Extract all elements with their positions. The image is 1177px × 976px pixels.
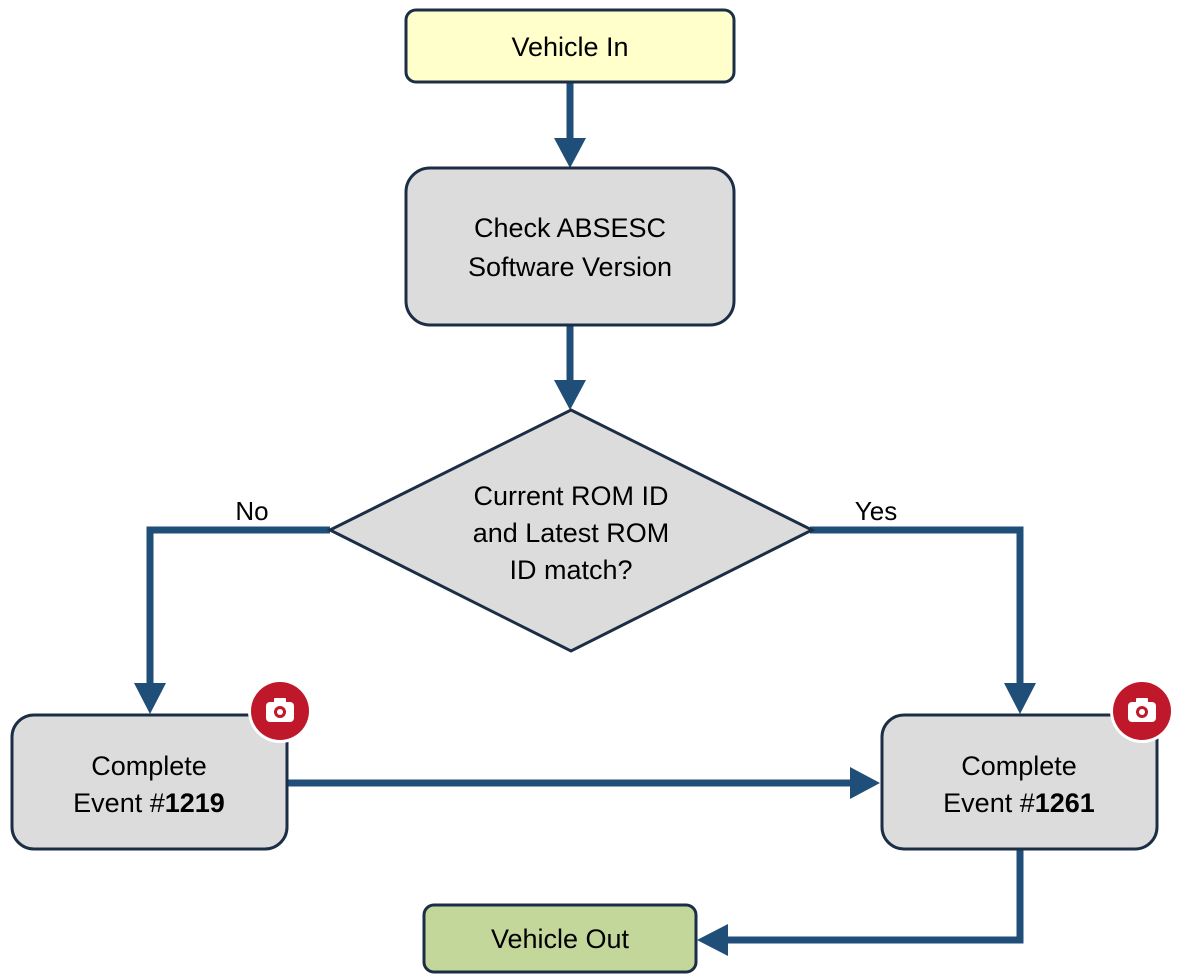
node-vehicle-in: Vehicle In [404,8,736,84]
check-box [404,166,736,327]
end-box [422,903,698,974]
arrowhead-decision [554,380,586,410]
start-box [404,8,736,84]
event-right-line2: Event #1261 [943,788,1095,818]
event-left-number: 1219 [165,788,225,818]
arrowhead-end [697,924,728,956]
connector-yes-branch [810,526,1024,685]
arrowheads [134,138,1036,956]
decision-label-line2: and Latest ROM [473,518,670,548]
event-left-prefix: Event # [73,788,165,818]
event-right-prefix: Event # [943,788,1035,818]
node-event-1219: Complete Event #1219 [10,713,289,851]
event-right-box [880,713,1159,851]
node-decision: Current ROM ID and Latest ROM ID match? [326,408,816,653]
edge-label-no: No [235,496,268,526]
arrowhead-event-left [134,683,166,714]
arrowhead-check [554,138,586,168]
connectors [146,82,1024,944]
event-right-line1: Complete [961,751,1077,781]
edge-label-yes: Yes [855,496,897,526]
check-label-line2: Software Version [468,252,672,282]
event-left-box [10,713,289,851]
end-label: Vehicle Out [491,924,630,954]
arrowhead-event-right [1004,683,1036,714]
decision-label-line3: ID match? [509,555,632,585]
connector-no-branch [146,526,330,685]
decision-label-line1: Current ROM ID [473,481,668,511]
event-right-number: 1261 [1035,788,1095,818]
event-left-line1: Complete [91,751,207,781]
camera-icon[interactable] [248,679,312,743]
start-label: Vehicle In [511,32,628,62]
node-vehicle-out: Vehicle Out [422,903,698,974]
arrowhead-event-horizontal [850,767,880,799]
event-left-line2: Event #1219 [73,788,225,818]
camera-icon[interactable] [1110,679,1174,743]
decision-diamond [326,408,816,653]
check-label-line1: Check ABSESC [474,213,666,243]
connector-event-to-end [726,850,1024,944]
node-check-software: Check ABSESC Software Version [404,166,736,327]
node-event-1261: Complete Event #1261 [880,713,1159,851]
